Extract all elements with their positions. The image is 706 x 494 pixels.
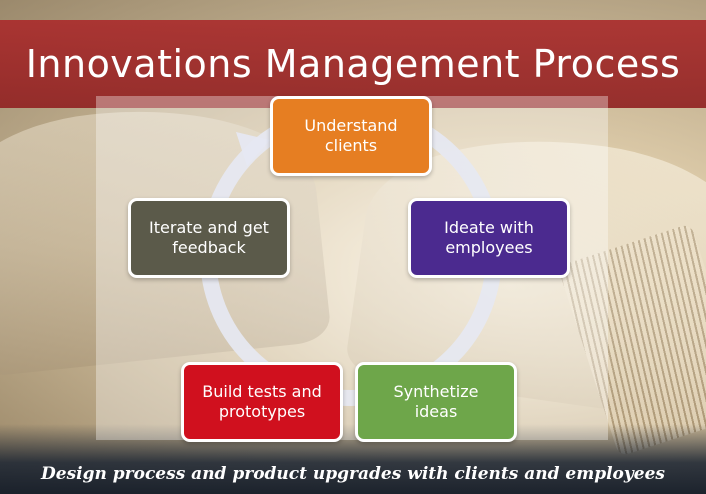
page-title: Innovations Management Process bbox=[25, 42, 681, 86]
step-synthetize-ideas: Synthetize ideas bbox=[355, 362, 517, 442]
step-label: Understand clients bbox=[304, 116, 398, 155]
step-label: Iterate and get feedback bbox=[149, 218, 269, 257]
step-ideate-with-employees: Ideate with employees bbox=[408, 198, 570, 278]
title-band: Innovations Management Process bbox=[0, 20, 706, 108]
step-label: Synthetize ideas bbox=[393, 382, 479, 421]
step-understand-clients: Understand clients bbox=[270, 96, 432, 176]
step-build-tests-and-prototypes: Build tests and prototypes bbox=[181, 362, 343, 442]
caption: Design process and product upgrades with… bbox=[41, 464, 665, 484]
step-label: Build tests and prototypes bbox=[202, 382, 322, 421]
step-label: Ideate with employees bbox=[444, 218, 534, 257]
step-iterate-and-get-feedback: Iterate and get feedback bbox=[128, 198, 290, 278]
background-bottom-shade bbox=[0, 424, 706, 494]
